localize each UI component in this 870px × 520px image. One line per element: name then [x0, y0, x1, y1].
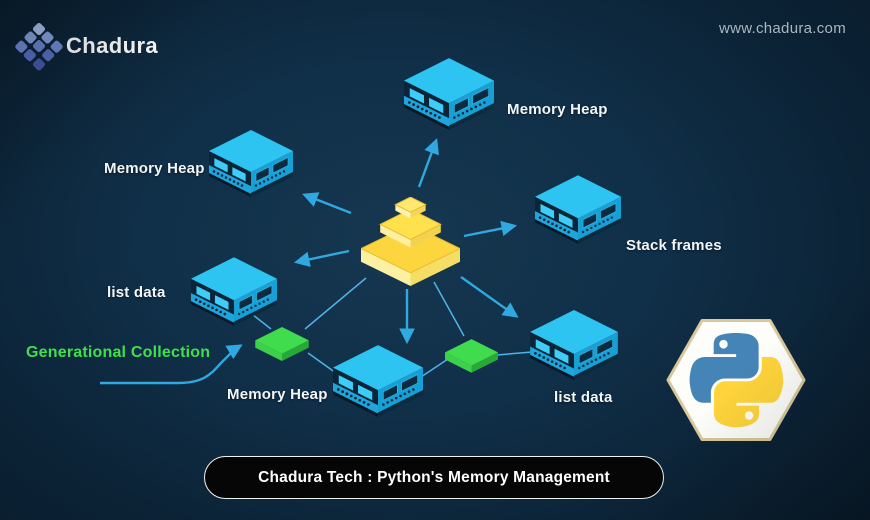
title-banner-text: Chadura Tech : Python's Memory Managemen…: [258, 468, 610, 486]
memory-block-icon-right-list: [530, 310, 618, 381]
label-bottom-memory-heap: Memory Heap: [227, 386, 328, 403]
garbage-collector-tile-icon-left: [255, 327, 309, 362]
label-generational-collection: Generational Collection: [26, 344, 211, 361]
memory-block-icon-stack-frames: [535, 175, 621, 245]
label-top-memory-heap: Memory Heap: [507, 101, 608, 118]
label-right-list-data: list data: [554, 389, 613, 406]
label-left-list-data: list data: [107, 284, 166, 301]
memory-block-icon-bottom: [333, 345, 423, 418]
brand-name: Chadura: [66, 33, 159, 58]
title-banner: Chadura Tech : Python's Memory Managemen…: [204, 456, 664, 499]
memory-block-icon-left: [209, 130, 293, 198]
memory-block-icon-left-list: [191, 257, 277, 327]
label-left-memory-heap: Memory Heap: [104, 160, 205, 177]
garbage-collector-tile-icon-right: [445, 339, 498, 374]
memory-block-icon-top: [404, 58, 494, 131]
python-logo-icon: [666, 319, 806, 441]
brand: Chadura: [14, 21, 159, 71]
label-stack-frames: Stack frames: [626, 237, 722, 254]
python-object-stack-icon: [361, 197, 460, 288]
chadura-diamond-logo-icon: [12, 19, 66, 73]
website-text: www.chadura.com: [718, 20, 846, 37]
